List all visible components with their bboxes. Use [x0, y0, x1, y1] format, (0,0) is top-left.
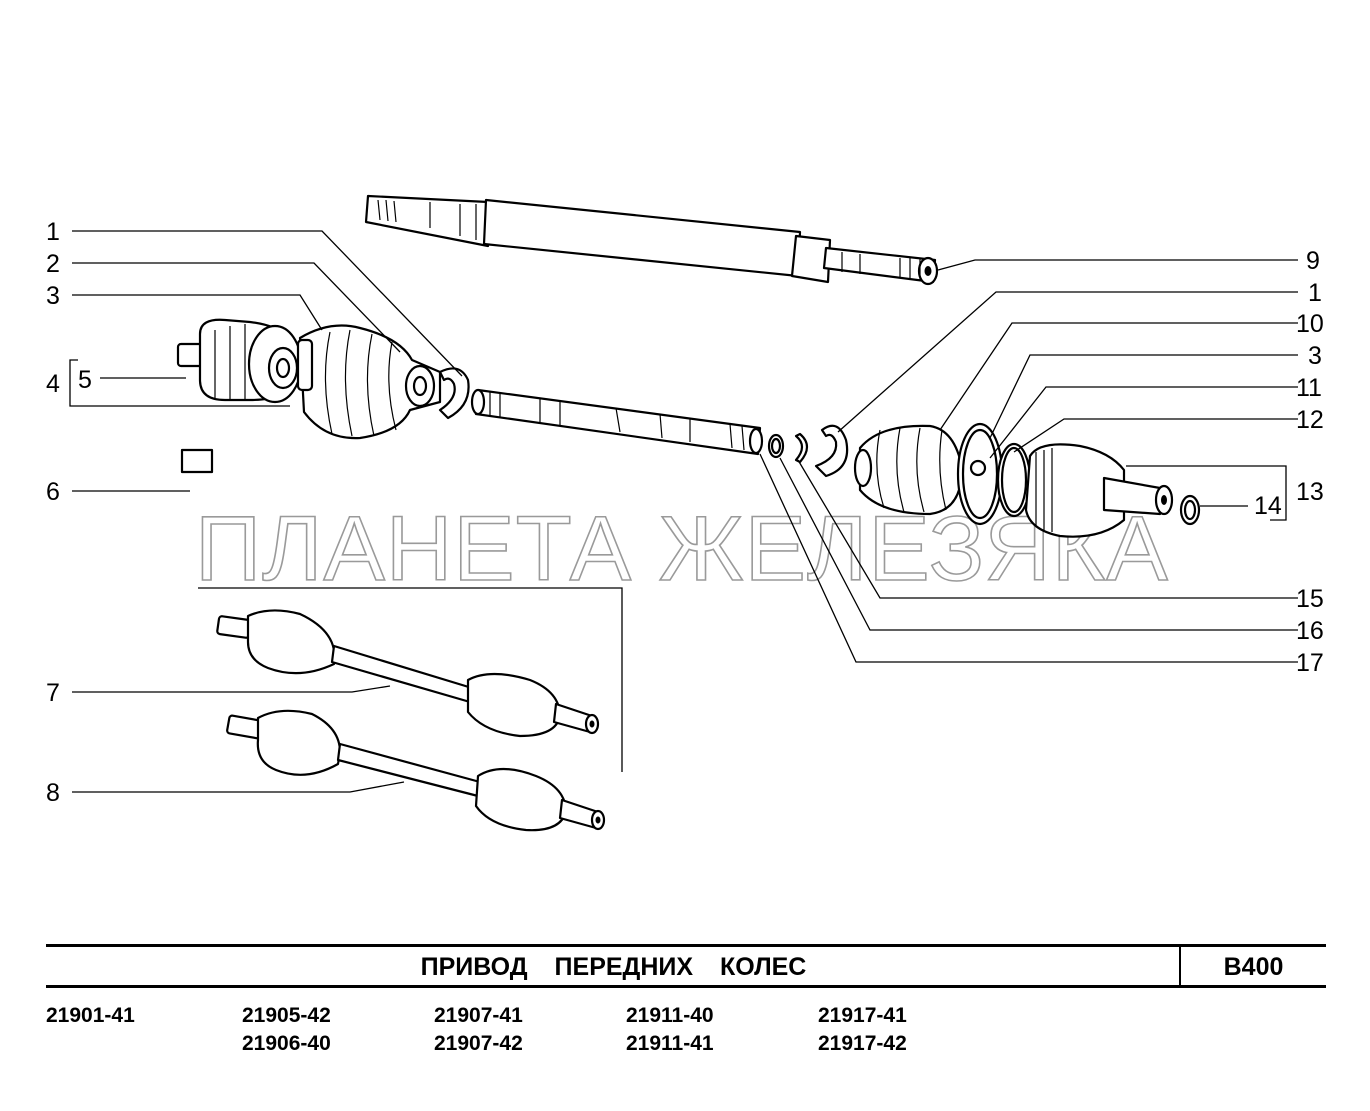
callout-17: 17 — [1296, 649, 1324, 677]
model-code: 21906-40 — [242, 1032, 331, 1055]
right-leader-lines — [759, 259, 1298, 663]
drive-shaft-assembly-7 — [216, 609, 600, 738]
model-code: 21917-41 — [818, 1004, 907, 1027]
model-code: 21907-42 — [434, 1032, 523, 1055]
callout-7: 7 — [46, 679, 60, 707]
callout-9: 9 — [1306, 247, 1320, 275]
callout-14: 14 — [1254, 492, 1282, 520]
callout-3-left: 3 — [46, 282, 60, 310]
right-callouts: 9 1 10 3 11 12 13 14 15 16 17 — [1254, 247, 1324, 677]
left-leader-lines — [69, 230, 463, 793]
model-column-5: 21917-41 21917-42 — [818, 1002, 907, 1058]
callout-3-right: 3 — [1308, 342, 1322, 370]
model-column-4: 21911-40 21911-41 — [626, 1002, 714, 1058]
callout-13: 13 — [1296, 478, 1324, 506]
drive-shaft-assembly-8 — [226, 709, 606, 832]
callout-16: 16 — [1296, 617, 1324, 645]
model-list: 21901-41 21905-42 21906-40 21907-41 2190… — [46, 1002, 1046, 1062]
callout-5: 5 — [78, 366, 92, 394]
model-code: 21907-41 — [434, 1004, 523, 1027]
left-callouts: 1 2 3 4 5 6 7 8 — [46, 218, 92, 807]
model-code: 21901-41 — [46, 1004, 135, 1027]
model-column-3: 21907-41 21907-42 — [434, 1002, 523, 1058]
model-column-2: 21905-42 21906-40 — [242, 1002, 331, 1058]
exploded-parts-diagram: ПЛАНЕТА ЖЕЛЕЗЯКА — [46, 194, 1324, 832]
page-title: ПРИВОД ПЕРЕДНИХ КОЛЕС — [420, 953, 807, 981]
callout-10: 10 — [1296, 310, 1324, 338]
callout-11: 11 — [1296, 374, 1322, 402]
title-divider — [1179, 947, 1181, 985]
model-column-1: 21901-41 — [46, 1002, 135, 1030]
outer-cv-joint-abs — [180, 448, 214, 474]
title-block: ПРИВОД ПЕРЕДНИХ КОЛЕС B400 — [46, 944, 1326, 988]
callout-15: 15 — [1296, 585, 1324, 613]
outer-cv-joint-left — [176, 318, 303, 404]
boot-clamp-small — [996, 442, 1032, 518]
boot-clamp-right — [956, 422, 1004, 526]
cv-boot-left — [296, 324, 442, 440]
cv-boot-right — [853, 424, 964, 516]
inner-cv-joint-housing — [1024, 443, 1174, 538]
o-ring-right — [1179, 494, 1201, 526]
sheet-code: B400 — [1223, 953, 1284, 981]
callout-8: 8 — [46, 779, 60, 807]
callout-2: 2 — [46, 250, 60, 278]
snap-rings — [767, 432, 809, 464]
callout-1-left: 1 — [46, 218, 60, 246]
model-code: 21911-41 — [626, 1032, 714, 1055]
callout-12: 12 — [1296, 406, 1324, 434]
intermediate-shaft — [364, 194, 939, 286]
callout-6: 6 — [46, 478, 60, 506]
callout-4: 4 — [46, 370, 60, 398]
watermark-text: ПЛАНЕТА ЖЕЛЕЗЯКА — [195, 498, 1169, 600]
retaining-clip-left — [438, 367, 470, 420]
axle-shaft-middle — [470, 388, 764, 456]
callout-1-right: 1 — [1308, 279, 1322, 307]
model-code: 21917-42 — [818, 1032, 907, 1055]
group-bracket — [198, 587, 623, 772]
model-code: 21905-42 — [242, 1004, 331, 1027]
model-code: 21911-40 — [626, 1004, 714, 1027]
retaining-clip-right — [814, 424, 849, 478]
